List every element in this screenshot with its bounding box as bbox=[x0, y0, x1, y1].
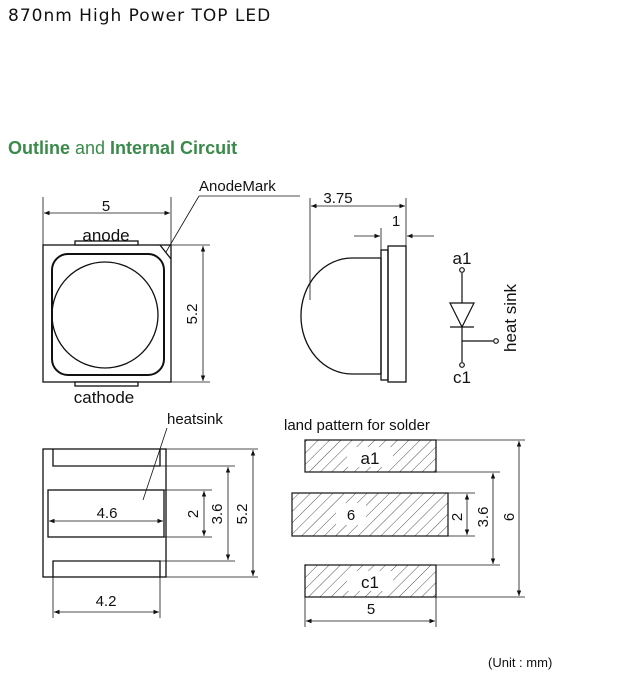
dim-bottom-h3: 5.2 bbox=[234, 504, 251, 525]
dim-bottom-inner: 4.6 bbox=[97, 505, 118, 522]
section-heading: Outline and Internal Circuit bbox=[8, 138, 237, 159]
dim-side-small: 1 bbox=[392, 213, 400, 230]
dim-bottom-h1: 2 bbox=[185, 510, 202, 518]
dim-pad-width: 5 bbox=[367, 601, 375, 618]
cathode-label: cathode bbox=[74, 388, 135, 407]
unit-label: (Unit : mm) bbox=[488, 655, 552, 670]
dim-top-height: 5.2 bbox=[184, 304, 201, 325]
dim-top-width: 5 bbox=[102, 198, 110, 215]
top-view bbox=[42, 195, 300, 387]
circuit-symbol bbox=[449, 267, 499, 368]
dim-side-width: 3.75 bbox=[323, 190, 352, 207]
dim-pad-h1: 2 bbox=[449, 513, 466, 521]
section-heading-and: and bbox=[70, 138, 111, 158]
pad-a1-label: a1 bbox=[361, 449, 380, 468]
anodemark-label: AnodeMark bbox=[199, 178, 276, 195]
side-view bbox=[300, 198, 434, 383]
pad-center-bg bbox=[336, 503, 366, 525]
pad-c1-label: c1 bbox=[361, 573, 379, 592]
bottom-view bbox=[42, 427, 258, 618]
circuit-a1-label: a1 bbox=[453, 249, 472, 268]
heatsink-label: heatsink bbox=[167, 411, 223, 428]
anode-label: anode bbox=[82, 226, 129, 245]
dim-pad-h3: 6 bbox=[501, 513, 518, 521]
pad-c1-bg bbox=[347, 571, 393, 591]
dim-bottom-width: 4.2 bbox=[96, 593, 117, 610]
dim-bottom-h2: 3.6 bbox=[209, 504, 226, 525]
dim-pad-h2: 3.6 bbox=[475, 507, 492, 528]
land-pattern-label: land pattern for solder bbox=[284, 417, 430, 434]
section-heading-outline: Outline bbox=[8, 138, 70, 158]
dim-pad-center: 6 bbox=[347, 507, 355, 524]
land-pattern bbox=[291, 439, 525, 627]
pad-a1-bg bbox=[347, 447, 393, 467]
heat-sink-label: heat sink bbox=[501, 283, 520, 352]
section-heading-internal-circuit: Internal Circuit bbox=[110, 138, 238, 158]
page-title: 870nm High Power TOP LED bbox=[8, 6, 272, 26]
circuit-c1-label: c1 bbox=[453, 368, 471, 387]
